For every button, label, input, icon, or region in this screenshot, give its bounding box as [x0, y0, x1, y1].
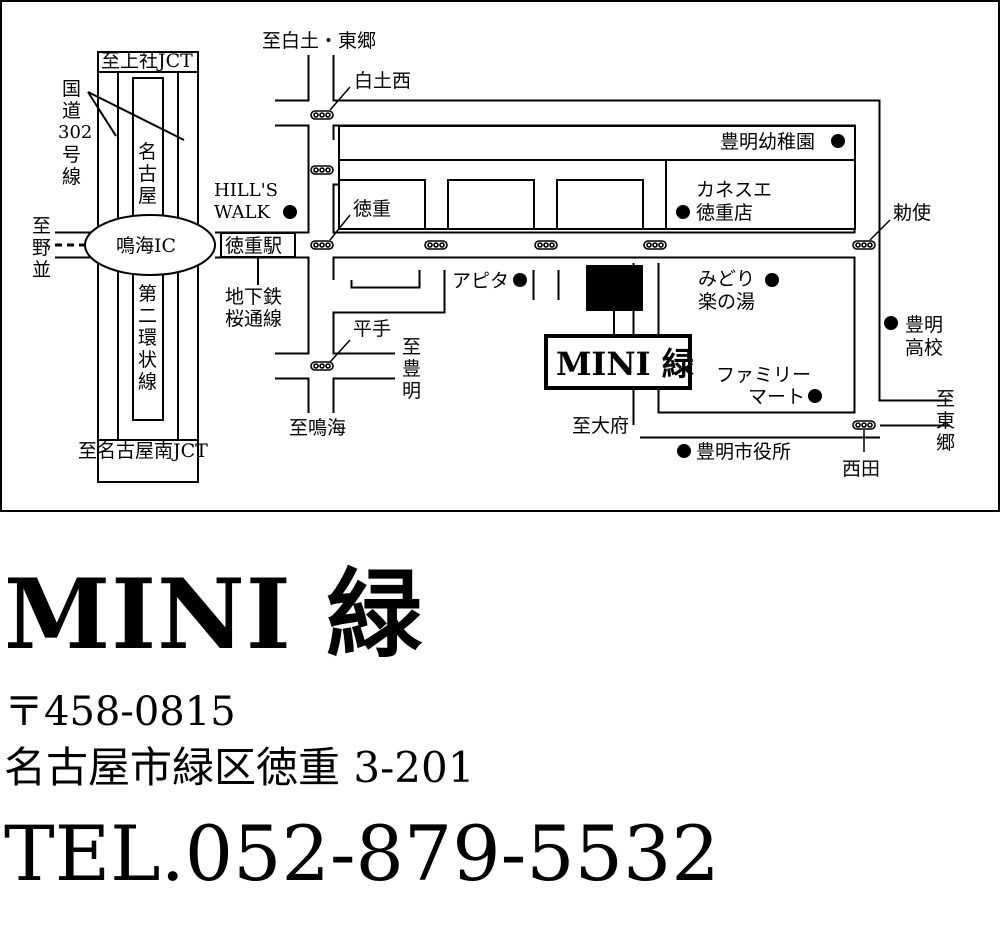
label-to-togo-1: 東	[936, 410, 955, 432]
label-route302-1: 道	[62, 100, 81, 122]
landmark-dots	[283, 134, 898, 458]
label-subway-1: 桜通線	[225, 308, 282, 330]
label-toyoake-high-1: 高校	[905, 337, 943, 359]
label-route302-2: 302	[58, 122, 92, 143]
label-nagoya-0: 名	[138, 141, 157, 163]
label-to-narumi: 至鳴海	[289, 417, 346, 439]
label-route302-3: 号	[62, 144, 81, 166]
label-toyoake-city-hall: 豊明市役所	[696, 441, 791, 463]
label-hills-walk-1: WALK	[214, 202, 271, 223]
label-to-obu: 至大府	[572, 415, 629, 437]
road-outlines	[338, 125, 856, 230]
shop-tel: TEL.052-879-5532	[4, 809, 720, 898]
label-midori-1: 楽の湯	[698, 291, 755, 313]
label-to-toyoake-0: 至	[402, 336, 421, 358]
signal-icon	[310, 165, 334, 175]
label-shirotsuchi-nishi: 白土西	[354, 70, 411, 92]
label-to-shirotsuchi-higashigo: 至白土・東郷	[262, 30, 376, 52]
label-toyoake-kindergarten: 豊明幼稚園	[720, 131, 815, 153]
label-toyoake-high-0: 豊明	[905, 314, 943, 336]
signal-icon	[852, 420, 876, 430]
label-tokushige-station: 徳重駅	[225, 235, 282, 257]
store-label: MINI 緑	[556, 345, 695, 383]
tokushige-station-box	[220, 232, 296, 258]
label-tokushige: 徳重	[353, 198, 391, 220]
label-ring-4: 線	[138, 371, 157, 393]
label-to-kamiyashiro-jct: 至上社JCT	[101, 50, 193, 72]
label-narumi-ic: 鳴海IC	[116, 235, 176, 257]
store-building	[586, 265, 643, 311]
label-chokushi: 勅使	[893, 202, 931, 224]
postal-code: 〒458-0815	[4, 689, 236, 735]
label-to-togo-2: 郷	[936, 432, 955, 454]
label-to-toyoake-1: 豊	[402, 358, 421, 380]
label-to-toyoake-2: 明	[402, 380, 421, 402]
label-route302-0: 国	[62, 78, 81, 100]
label-hills-walk-0: HILL'S	[214, 180, 278, 201]
label-nishida: 西田	[842, 458, 880, 480]
signal-leaders	[329, 86, 891, 452]
label-route302-4: 線	[62, 166, 81, 188]
label-to-nagoya-minami-jct: 至名古屋南JCT	[78, 440, 208, 462]
label-nagoya-2: 屋	[138, 185, 157, 207]
label-midori-0: みどり	[698, 268, 755, 290]
signal-icon	[534, 240, 558, 250]
signal-icon	[310, 110, 334, 120]
store-label-box	[544, 334, 692, 390]
label-nagoya-1: 古	[138, 163, 157, 185]
label-family-mart-1: マート	[748, 386, 805, 408]
label-to-nonami-2: 並	[32, 259, 51, 281]
shop-address: 名古屋市緑区徳重 3-201	[4, 743, 475, 792]
label-to-nonami-1: 野	[32, 237, 51, 259]
signal-icon	[310, 240, 334, 250]
label-ring-1: 二	[138, 305, 157, 327]
label-subway-0: 地下鉄	[225, 286, 282, 308]
label-kanesue-1: 徳重店	[696, 202, 753, 224]
map-labels: 至白土・東郷 白土西 至上社JCT 国 道 302 号 線 名 古 屋 第 二 …	[32, 30, 955, 480]
label-kanesue-0: カネスエ	[696, 179, 772, 201]
label-ring-0: 第	[138, 283, 157, 305]
label-family-mart-0: ファミリー	[716, 364, 811, 386]
traffic-signals	[310, 110, 876, 430]
label-apita: アピタ	[452, 270, 509, 292]
signal-icon	[852, 240, 876, 250]
label-hirate: 平手	[353, 318, 391, 340]
access-map: MINI 緑 至白土・東郷 白土西 至上社JCT 国 道	[0, 0, 1000, 512]
label-to-nonami-0: 至	[32, 215, 51, 237]
label-ring-3: 状	[138, 349, 157, 371]
label-ring-2: 環	[138, 327, 157, 349]
shop-name: MINI 緑	[4, 558, 424, 671]
signal-icon	[643, 240, 667, 250]
label-to-togo-0: 至	[936, 388, 955, 410]
signal-icon	[310, 361, 334, 371]
signal-icon	[424, 240, 448, 250]
